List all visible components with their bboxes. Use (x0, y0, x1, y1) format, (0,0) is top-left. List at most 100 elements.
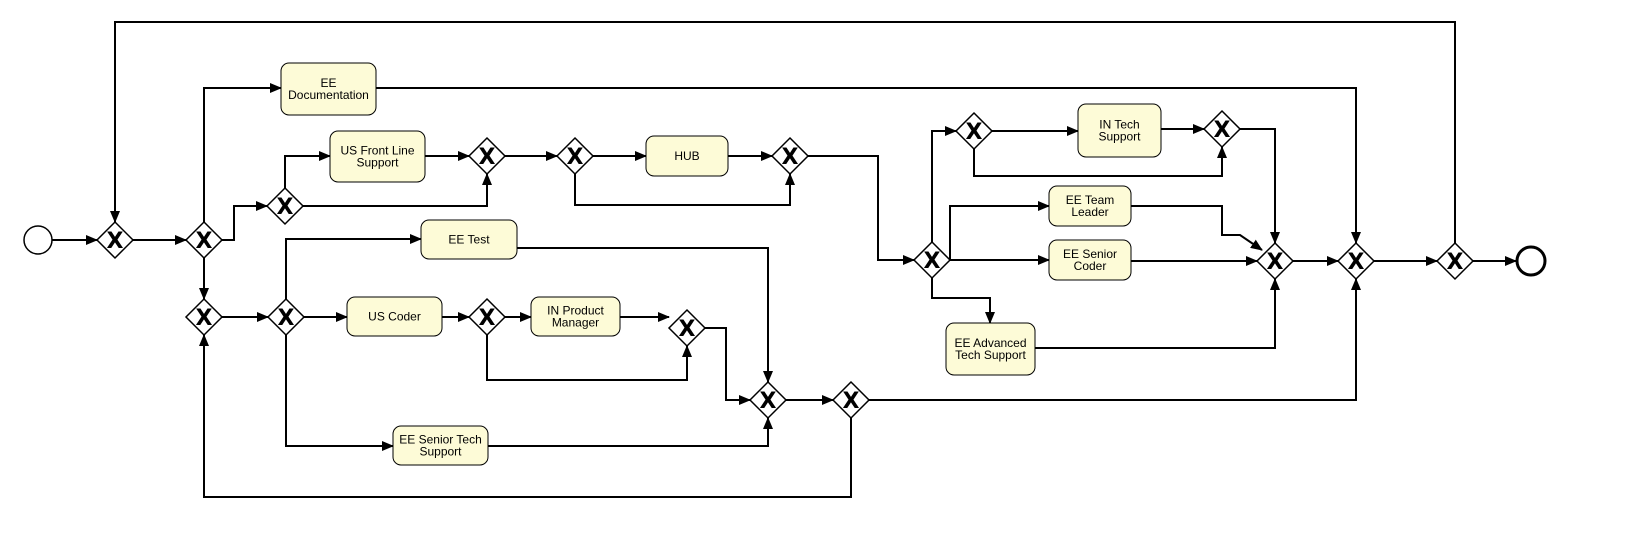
sequence-flow (222, 201, 268, 241)
task-label: Tech Support (955, 348, 1026, 362)
gateway-shape (831, 380, 871, 420)
exclusive-gateway[interactable]: X (266, 297, 306, 337)
sequence-flows (52, 21, 1517, 498)
sequence-flow (949, 201, 1050, 260)
task-label: EE Senior (1063, 247, 1117, 261)
gateway-shape (95, 220, 135, 260)
sequence-flow (1240, 128, 1280, 244)
sequence-flow (1131, 205, 1263, 251)
task-label: US Coder (368, 310, 421, 324)
gateway-shape (912, 240, 952, 280)
exclusive-gateway[interactable]: X (1336, 241, 1376, 281)
gateway-x-mark: X (679, 317, 696, 342)
task-label: IN Product (547, 304, 604, 318)
task-box (1048, 239, 1132, 281)
sequence-flow (285, 234, 422, 299)
gateway-x-mark: X (1348, 250, 1365, 275)
gateway-shape (1435, 241, 1475, 281)
task-label: EE Test (448, 233, 490, 247)
gateway-x-mark: X (1214, 118, 1231, 143)
task-label: Support (1098, 130, 1141, 144)
gateway-shape (184, 220, 224, 260)
gateway-x-mark: X (782, 145, 799, 170)
exclusive-gateway[interactable]: X (912, 240, 952, 280)
sequence-flow (931, 278, 995, 324)
exclusive-gateway[interactable]: X (1255, 241, 1295, 281)
gateway-shape (1336, 241, 1376, 281)
gateway-x-mark: X (567, 145, 584, 170)
gateway-shape (266, 297, 306, 337)
gateway-shape (667, 308, 707, 348)
gateway-shape (954, 111, 994, 151)
task-label: EE Senior Tech (399, 433, 482, 447)
task-label: US Front Line (340, 144, 414, 158)
exclusive-gateway[interactable]: X (184, 297, 224, 337)
start-event[interactable] (23, 225, 53, 255)
sequence-flow (284, 151, 331, 188)
task-ee-test[interactable]: EE Test (420, 219, 518, 260)
gateway-shape (1202, 109, 1242, 149)
exclusive-gateway[interactable]: X (467, 136, 507, 176)
sequence-flow (808, 155, 915, 265)
gateway-x-mark: X (277, 195, 294, 220)
gateway-x-mark: X (107, 229, 124, 254)
sequence-flow (705, 327, 751, 405)
gateway-shape (1255, 241, 1295, 281)
gateway-x-mark: X (1447, 250, 1464, 275)
gateway-x-mark: X (479, 145, 496, 170)
end-event[interactable] (1515, 245, 1547, 277)
sequence-flow (931, 126, 957, 242)
task-label: EE Advanced (954, 336, 1026, 350)
gateway-x-mark: X (760, 389, 777, 414)
exclusive-gateway[interactable]: X (467, 297, 507, 337)
task-box (1077, 103, 1162, 158)
task-label: EE (320, 76, 336, 90)
task-label: IN Tech (1099, 118, 1139, 132)
task-box (645, 135, 729, 177)
sequence-flow (203, 83, 282, 222)
exclusive-gateway[interactable]: X (1435, 241, 1475, 281)
sequence-flow (199, 334, 852, 498)
task-box (280, 62, 377, 116)
task-box (945, 322, 1036, 376)
task-hub[interactable]: HUB (645, 135, 729, 177)
task-box (420, 219, 518, 260)
gateway-x-mark: X (966, 120, 983, 145)
task-label: Support (356, 156, 399, 170)
gateway-x-mark: X (924, 249, 941, 274)
exclusive-gateway[interactable]: X (184, 220, 224, 260)
gateway-x-mark: X (196, 306, 213, 331)
sequence-flow (110, 21, 1456, 243)
exclusive-gateway[interactable]: X (1202, 109, 1242, 149)
task-label: Support (419, 445, 462, 459)
gateway-x-mark: X (278, 306, 295, 331)
sequence-flow (303, 173, 492, 207)
exclusive-gateway[interactable]: X (555, 136, 595, 176)
exclusive-gateway[interactable]: X (95, 220, 135, 260)
gateway-x-mark: X (1267, 250, 1284, 275)
sequence-flow (376, 87, 1361, 244)
sequence-flow (869, 278, 1361, 401)
gateway-shape (184, 297, 224, 337)
task-box (392, 425, 489, 466)
exclusive-gateway[interactable]: X (265, 186, 305, 226)
exclusive-gateway[interactable]: X (954, 111, 994, 151)
gateway-shape (770, 136, 810, 176)
exclusive-gateway[interactable]: X (831, 380, 871, 420)
exclusive-gateway[interactable]: X (770, 136, 810, 176)
sequence-flow (285, 335, 394, 451)
exclusive-gateway[interactable]: X (667, 308, 707, 348)
sequence-flow (517, 247, 773, 383)
exclusive-gateway[interactable]: X (748, 380, 788, 420)
task-us-coder[interactable]: US Coder (346, 296, 443, 337)
